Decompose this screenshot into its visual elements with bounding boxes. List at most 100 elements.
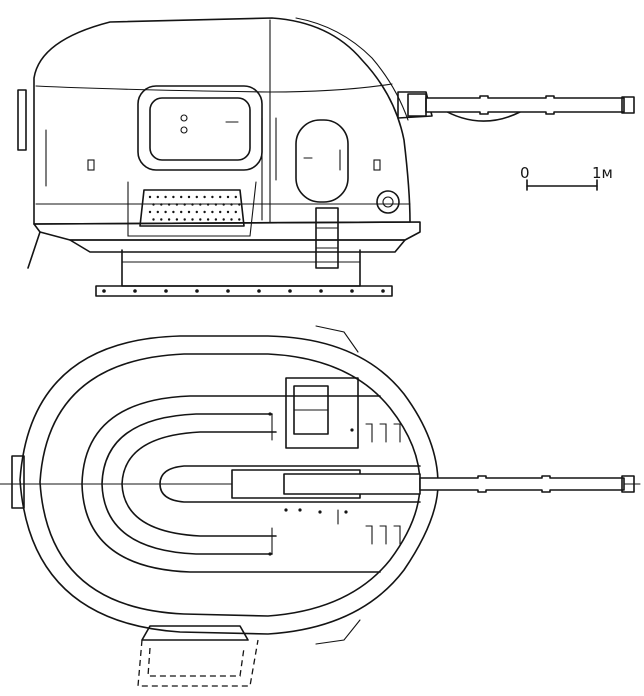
side-gun-barrel <box>425 95 625 115</box>
rim-rivet <box>318 510 322 514</box>
grille-dot <box>152 203 155 206</box>
side-round-port-center <box>382 196 394 208</box>
top-roof-band-mid <box>101 413 273 555</box>
grille-dot <box>211 210 214 214</box>
grille-dot <box>183 203 186 206</box>
scale-bar: 0 1м <box>520 164 613 191</box>
top-roof-band-inner <box>121 431 277 537</box>
side-handrail <box>127 181 257 237</box>
base-bolt <box>350 289 354 293</box>
grille-dot <box>187 195 191 199</box>
grille-dot <box>164 195 167 199</box>
side-door <box>295 119 349 203</box>
top-rim-bracket-lower <box>315 619 361 645</box>
grille-dot <box>156 195 159 199</box>
grille-dot <box>226 195 230 199</box>
side-top-rail <box>295 17 409 121</box>
base-bolt <box>164 289 168 293</box>
grille-dot <box>230 203 233 206</box>
grille-dot <box>211 195 214 199</box>
rim-rivet <box>284 508 288 512</box>
top-rear-bracket <box>11 455 25 509</box>
grille-dot <box>148 195 152 199</box>
grille-dot <box>175 203 179 206</box>
side-barrel-collar <box>407 93 427 117</box>
base-bolt <box>226 289 230 293</box>
scale-bar-end-label: 1м <box>592 164 613 182</box>
side-small-plate <box>373 159 381 171</box>
top-rim-rivets <box>268 412 354 556</box>
grille-dot <box>238 218 241 221</box>
grille-dot <box>183 218 186 221</box>
scale-bar-start-label: 0 <box>520 164 530 182</box>
grille-dot <box>199 203 202 206</box>
top-hatch-frame <box>285 377 359 449</box>
side-hatch-bolt <box>180 114 188 122</box>
top-bottom-step <box>141 625 249 641</box>
rim-rivet <box>268 412 272 416</box>
grille-dot <box>180 210 183 214</box>
side-tow-hook <box>27 231 41 269</box>
grille-dot <box>152 218 155 221</box>
side-vent-grille <box>139 189 245 227</box>
grille-dot <box>234 195 237 199</box>
grille-dot <box>156 210 159 214</box>
top-vent-slats-lower <box>365 525 401 545</box>
grille-dot <box>167 203 171 206</box>
grille-dot <box>219 195 222 199</box>
grille-dot <box>148 210 152 214</box>
base-bolt <box>381 289 385 293</box>
grille-dot <box>230 218 233 221</box>
grille-dot <box>167 218 171 221</box>
grille-dot <box>206 218 210 221</box>
rim-rivet <box>344 510 348 514</box>
side-step-ladder <box>315 207 339 269</box>
grille-dot <box>199 218 202 221</box>
side-small-plate <box>87 159 95 171</box>
top-view <box>0 325 641 687</box>
top-folded-ladder-inner <box>147 647 245 677</box>
base-bolt <box>133 289 137 293</box>
side-lower-strip <box>33 221 421 241</box>
grille-dot <box>222 203 225 206</box>
side-round-port <box>376 190 400 214</box>
grille-dot <box>226 210 230 214</box>
top-gun-barrel <box>419 475 625 493</box>
side-rear-bracket <box>17 89 27 151</box>
grille-dot <box>172 210 175 214</box>
side-muzzle <box>621 96 635 114</box>
grille-dot <box>234 210 237 214</box>
top-roof-band-outer <box>81 395 381 573</box>
top-rim-bracket <box>315 325 359 353</box>
side-roof-line <box>35 83 393 93</box>
grille-dot <box>187 210 191 214</box>
grille-dot <box>214 203 218 206</box>
grille-dot <box>191 203 194 206</box>
top-muzzle <box>621 475 635 493</box>
top-outer-shell <box>19 335 439 635</box>
grille-dot <box>206 203 210 206</box>
base-bolt <box>319 289 323 293</box>
base-bolt <box>102 289 106 293</box>
base-bolt <box>288 289 292 293</box>
grille-dot <box>222 218 225 221</box>
grille-dot <box>195 210 198 214</box>
grille-dot <box>175 218 179 221</box>
top-inner-rim <box>39 353 421 617</box>
top-vent-slats-upper <box>365 423 401 443</box>
base-bolt <box>195 289 199 293</box>
side-skirt <box>69 239 406 253</box>
top-gun-slot <box>159 465 421 503</box>
grille-dot <box>238 203 241 206</box>
side-gun-mantlet <box>397 91 433 119</box>
grille-dot <box>203 210 206 214</box>
grille-dot <box>160 203 163 206</box>
rim-rivet <box>298 508 302 512</box>
grille-dot <box>191 218 194 221</box>
grille-dot <box>160 218 163 221</box>
side-turret-body <box>33 17 411 225</box>
grille-dot <box>195 195 198 199</box>
side-base-plate <box>95 285 393 297</box>
grille-dot <box>180 195 183 199</box>
